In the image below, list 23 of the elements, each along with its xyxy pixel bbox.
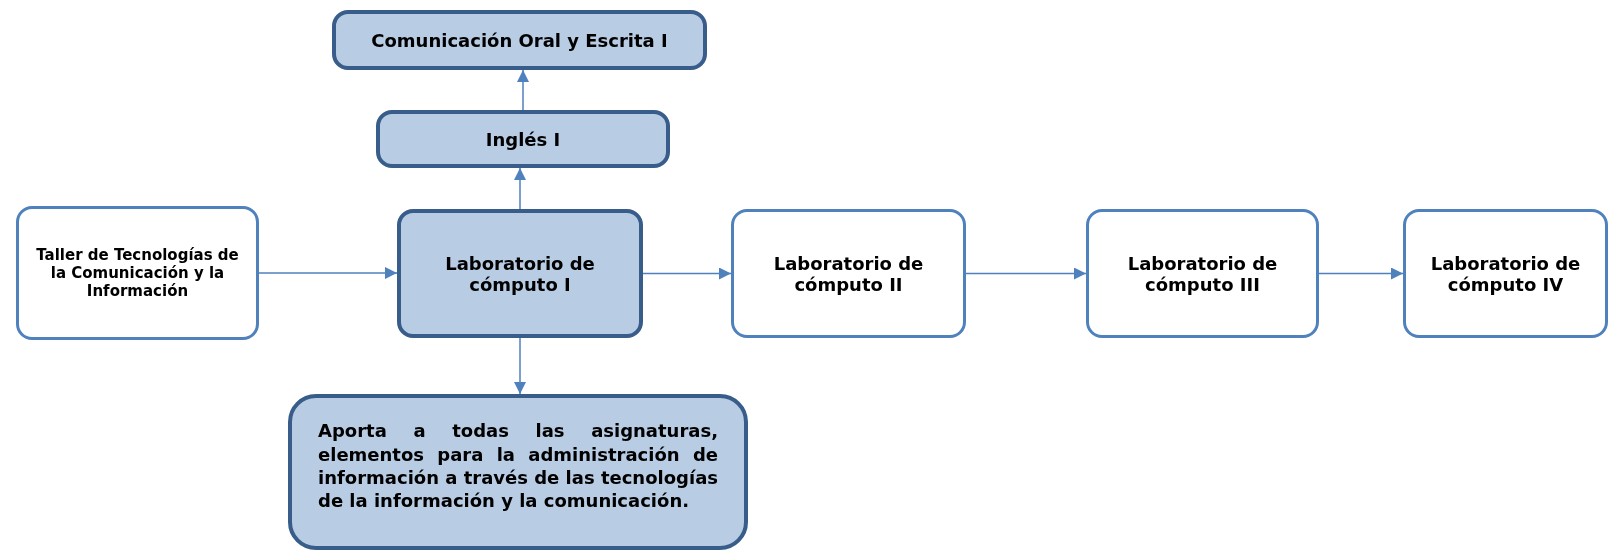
- note-box: [288, 394, 748, 550]
- course-label: Laboratorio de cómputo I: [444, 252, 596, 295]
- course-box: [397, 209, 643, 338]
- course-box: [1403, 209, 1608, 338]
- course-label: Comunicación Oral y Escrita I: [371, 29, 668, 51]
- course-box: [376, 110, 670, 168]
- arrow: [258, 267, 398, 279]
- course-label: Laboratorio de cómputo II: [772, 252, 925, 295]
- arrow: [642, 267, 732, 280]
- course-label: Inglés I: [485, 128, 561, 150]
- course-label: Taller de Tecnologías de la Comunicación y la Información: [35, 246, 240, 300]
- course-box: [731, 209, 966, 338]
- course-box: [16, 206, 259, 340]
- arrow: [514, 167, 526, 210]
- arrow: [514, 337, 526, 395]
- course-box: [1086, 209, 1319, 338]
- course-label: Laboratorio de cómputo IV: [1429, 252, 1582, 295]
- course-label: Laboratorio de cómputo III: [1126, 252, 1279, 295]
- description-text: Aporta a todas las asignaturas, elementos para la administración de información a través de las tecnologías de la información y la comunicación.: [318, 419, 718, 513]
- title-box: [332, 10, 707, 70]
- arrow: [517, 69, 529, 111]
- arrow: [1318, 267, 1404, 280]
- arrow: [965, 267, 1087, 280]
